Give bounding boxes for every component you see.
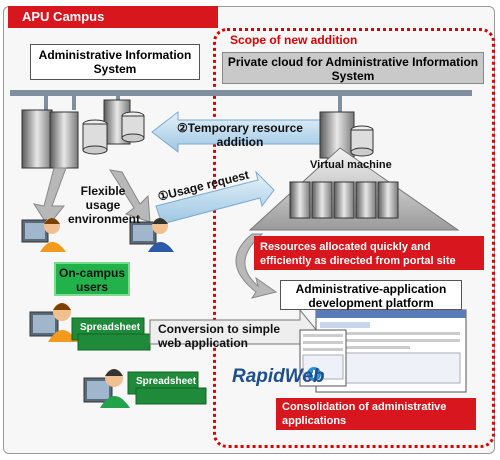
allocation-curve-arrow [235,233,278,299]
spreadsheet-user-2 [83,369,207,408]
resources-allocated-box: Resources allocated quickly and efficien… [254,236,484,270]
campus-tab: APU Campus [8,6,218,28]
consolidation-box: Consolidation of administrative applicat… [276,398,476,430]
admin-info-system-box: Administrative Information System [30,44,200,80]
on-campus-users-box: On-campus users [54,262,130,296]
network-backbone [10,90,472,114]
usage-request-arrow [155,170,275,225]
virtual-machine-servers [289,181,399,219]
dev-platform-box: Administrative-application development p… [280,280,462,310]
virtual-machine-label: Virtual machine [310,159,392,171]
conversion-label: Conversion to simple web application [158,322,281,350]
web-app-screenshot [299,309,467,393]
temporary-resource-label: ②Temporary resource addition [177,121,303,149]
rapidweb-logo: RapidWeb [232,366,325,387]
spreadsheet-user-1 [29,303,151,351]
spreadsheet-label-1: Spreadsheet [80,322,141,333]
flexible-usage-arrows [32,167,151,227]
private-cloud-title: Private cloud for Administrative Informa… [222,52,484,84]
spreadsheet-label-2: Spreadsheet [136,376,197,387]
user-icon-1 [21,218,66,252]
cloud-server [319,111,374,159]
left-server-cluster [21,99,145,169]
user-icon-2 [129,218,174,252]
scope-boundary [213,28,495,448]
scope-label: Scope of new addition [230,33,358,47]
flexible-usage-label: Flexible usage environment [68,184,141,226]
